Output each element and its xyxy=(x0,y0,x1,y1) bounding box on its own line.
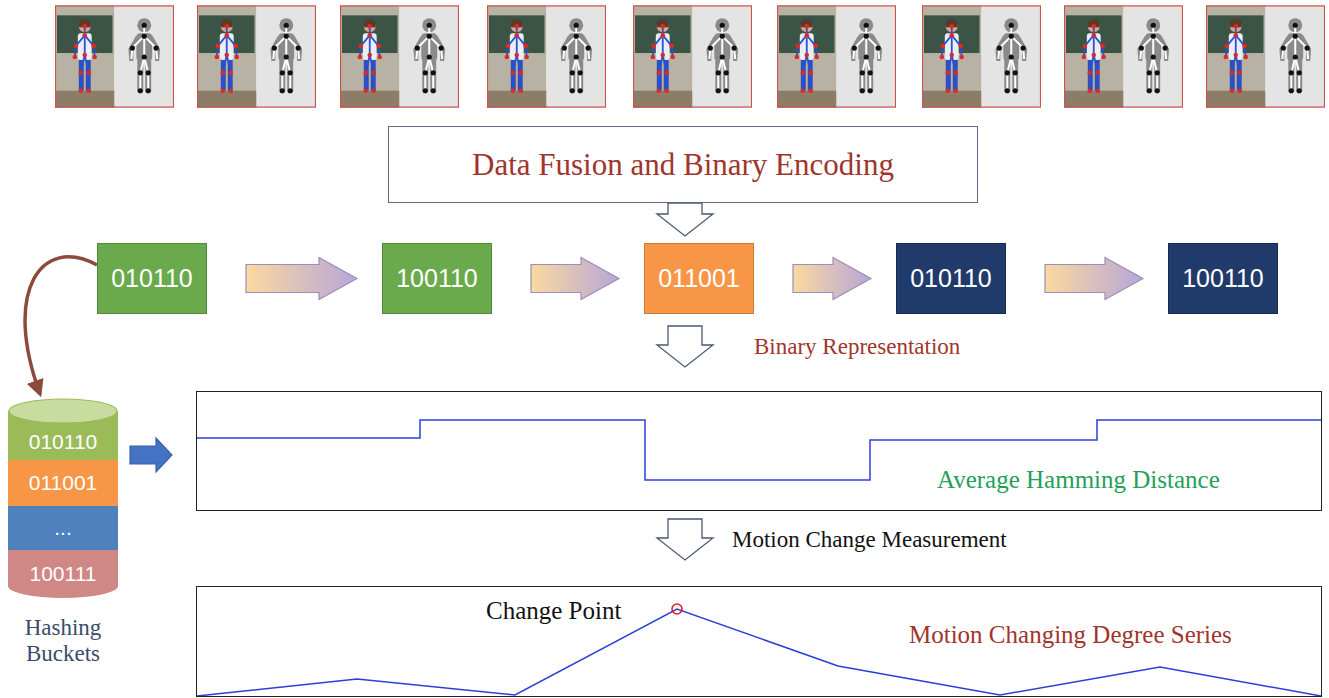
hash-bucket-cylinder: Hashing Buckets 010110 011001... 100111 xyxy=(8,397,118,687)
node-text: ... xyxy=(54,516,72,540)
frame-thumbnail xyxy=(487,5,606,107)
code-box: 010110 xyxy=(896,243,1006,314)
node-text: 100110 xyxy=(1182,264,1264,293)
connector-arrow xyxy=(657,519,713,560)
connector-arrow xyxy=(531,258,619,300)
bucket-layer: 100111 xyxy=(8,550,118,598)
node-text: Data Fusion and Binary Encoding xyxy=(472,147,894,183)
frame-thumbnail xyxy=(197,5,316,107)
chart-panel: Average Hamming Distance xyxy=(196,391,1322,511)
connector-arrow xyxy=(657,203,713,236)
node-text: Hashing Buckets xyxy=(8,615,118,668)
node-text: 011001 xyxy=(29,471,98,495)
node-text: 011001 xyxy=(658,264,740,293)
code-box: 100110 xyxy=(382,243,492,314)
node-text: 100110 xyxy=(396,264,478,293)
connector-arrow xyxy=(130,438,172,472)
connector-arrow xyxy=(793,258,871,300)
connector-arrow xyxy=(25,257,97,394)
frame-thumbnail xyxy=(922,5,1041,107)
code-box: 010110 xyxy=(97,243,207,314)
process-box: Data Fusion and Binary Encoding xyxy=(388,126,978,203)
change-degree-line xyxy=(197,609,1321,696)
connector-arrow xyxy=(246,258,357,300)
node-text: Motion Changing Degree Series xyxy=(909,621,1232,649)
node-text: 010110 xyxy=(910,264,992,293)
node-text: Average Hamming Distance xyxy=(937,466,1220,494)
edge-label: Motion Change Measurement xyxy=(730,527,1009,553)
frame-thumbnail xyxy=(1206,5,1325,107)
code-box: 100110 xyxy=(1168,243,1278,314)
bucket-layer: 011001 xyxy=(8,460,118,506)
frame-thumbnail xyxy=(1064,5,1183,107)
bucket-layer: ... xyxy=(8,506,118,550)
node-text: 010110 xyxy=(111,264,193,293)
frame-thumbnail xyxy=(633,5,752,107)
frame-thumbnail xyxy=(777,5,896,107)
node-text: 010110 xyxy=(29,430,98,454)
cylinder-top xyxy=(8,397,118,427)
frame-thumbnail xyxy=(340,5,459,107)
node-text: 100111 xyxy=(30,562,97,586)
edge-label: Binary Representation xyxy=(752,334,962,360)
chart-panel: Change PointMotion Changing Degree Serie… xyxy=(196,586,1322,697)
change-point-marker xyxy=(672,604,682,614)
code-box: 011001 xyxy=(644,243,754,314)
connector-arrow xyxy=(657,326,713,367)
frame-thumbnail xyxy=(55,5,174,107)
connector-arrow xyxy=(1045,258,1143,300)
node-text: Change Point xyxy=(484,597,623,625)
